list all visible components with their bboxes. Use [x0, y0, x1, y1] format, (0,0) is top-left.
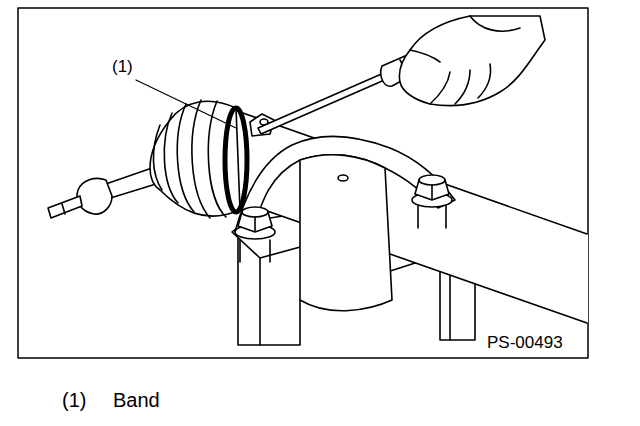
- tie-rod: [48, 168, 156, 218]
- gearbox-tube: [240, 112, 588, 323]
- leader-line: [136, 80, 236, 128]
- callout-number: (1): [112, 58, 133, 75]
- figure-frame: [18, 8, 588, 358]
- bolt: [235, 175, 452, 262]
- figure-code: PS-00493: [487, 334, 563, 351]
- hand: [399, 16, 545, 106]
- clamp-strap: [235, 137, 455, 311]
- part-name: Band: [113, 390, 160, 410]
- callout-number: (1): [62, 390, 86, 410]
